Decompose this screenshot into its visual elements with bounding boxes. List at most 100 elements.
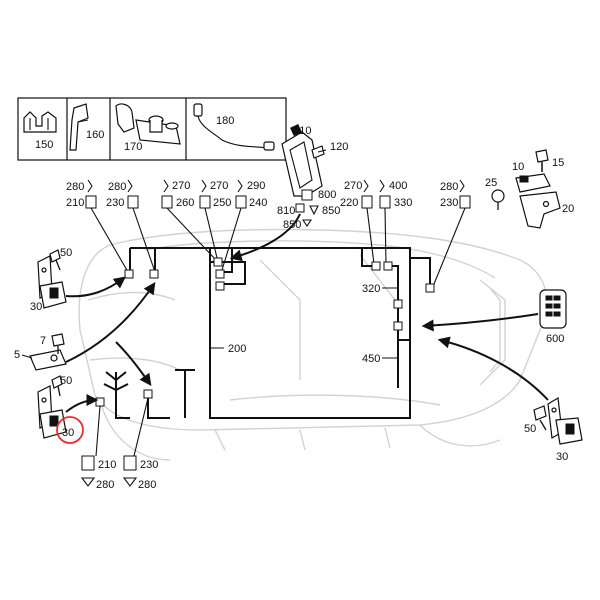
label-120: 120 [330, 141, 348, 153]
screw-7[interactable]: 7 [40, 333, 65, 354]
connector-210-bottom[interactable] [81, 455, 95, 471]
harness-connector[interactable] [215, 269, 225, 279]
label-g5b: 240 [249, 197, 267, 209]
screw-120[interactable]: 120 [311, 141, 348, 159]
cable-icon [193, 103, 275, 151]
leader-bottom-1 [95, 405, 101, 457]
harness-connector[interactable] [95, 397, 105, 407]
part-170[interactable]: 170 [115, 103, 181, 153]
screw-50-upper[interactable]: 50 [49, 247, 72, 271]
label-7: 7 [40, 335, 46, 347]
hook-icon [127, 179, 133, 193]
harness-connector[interactable] [143, 389, 153, 399]
connector-230-top[interactable] [127, 195, 139, 209]
label-g1b: 210 [66, 197, 84, 209]
harness-connector[interactable] [124, 269, 134, 279]
label-g3b: 260 [176, 197, 194, 209]
connector-220[interactable] [361, 195, 373, 209]
harness-connector[interactable] [393, 321, 403, 331]
arrow-connector-600 [421, 313, 539, 332]
connector-group-800: 800 810 850 850 [277, 189, 340, 231]
part-160[interactable]: 160 [69, 103, 104, 151]
screw-25[interactable]: 25 [485, 177, 505, 210]
label-g2a: 280 [108, 181, 126, 193]
connector-260[interactable] [161, 195, 173, 209]
arrow-bracket [65, 282, 156, 363]
hook-icon [201, 179, 207, 193]
hook-icon [237, 179, 243, 193]
grommet-icon [115, 103, 181, 145]
bottom-group-1: 210 280 [80, 405, 116, 491]
connector-810[interactable] [295, 203, 305, 213]
harness-connector[interactable] [149, 269, 159, 279]
label-50c: 50 [524, 423, 536, 435]
label-g3a: 270 [172, 180, 190, 192]
label-110: 110 [294, 125, 312, 137]
sensor-30-upper[interactable]: 30 [30, 255, 67, 313]
sensor-30-lower[interactable]: 30 [37, 385, 74, 439]
part-10[interactable]: 10 [512, 161, 551, 193]
label-450: 450 [362, 353, 380, 365]
arrow-harness [115, 341, 152, 386]
connector-600[interactable]: 600 [539, 289, 567, 345]
label-b1a: 210 [98, 459, 116, 471]
connector-group-1: 280 210 [66, 179, 97, 209]
screw-50-right[interactable]: 50 [524, 405, 547, 435]
label-10: 10 [512, 161, 524, 173]
label-g2b: 230 [106, 197, 124, 209]
connector-group-2: 280 230 [106, 179, 139, 209]
label-g8b: 230 [440, 197, 458, 209]
label-30b: 30 [62, 427, 74, 439]
hook-icon [122, 477, 138, 487]
bracket-20[interactable]: 20 [519, 191, 574, 229]
label-160: 160 [86, 129, 104, 141]
label-g1a: 280 [66, 181, 84, 193]
screw-50-lower[interactable]: 50 [51, 375, 72, 397]
connector-250[interactable] [199, 195, 211, 209]
arrow-sensor-upper [65, 276, 126, 298]
arrow-control-unit [229, 213, 301, 262]
label-g5a: 290 [247, 180, 265, 192]
bolt-15[interactable]: 15 [535, 149, 564, 172]
label-g6b: 220 [340, 197, 358, 209]
bracket-5[interactable]: 5 [14, 349, 67, 371]
hook-icon [459, 179, 465, 193]
connector-800[interactable] [301, 189, 313, 201]
harness-connector[interactable] [213, 257, 223, 267]
sensor-30-right[interactable]: 30 [547, 397, 583, 463]
bottom-group-2: 230 280 [122, 397, 158, 491]
label-b1b: 280 [96, 479, 114, 491]
hook-icon [363, 179, 369, 193]
leader-bottom-2 [133, 397, 149, 457]
harness-connector[interactable] [371, 261, 381, 271]
harness-connector[interactable] [425, 283, 435, 293]
control-unit-110[interactable]: 110 [281, 124, 323, 197]
harness-connector[interactable] [383, 261, 393, 271]
part-180[interactable]: 180 [193, 103, 275, 151]
hook-icon [80, 477, 96, 487]
arrow-sensor-right [437, 336, 549, 401]
part-150[interactable]: 150 [23, 111, 57, 151]
connector-group-4: 270 250 [199, 179, 231, 209]
label-25: 25 [485, 177, 497, 189]
hook-icon [379, 179, 385, 193]
connector-group-7: 400 330 [379, 179, 412, 209]
highlight-circle [56, 416, 84, 444]
harness-connector[interactable] [393, 299, 403, 309]
label-g8a: 280 [440, 181, 458, 193]
connector-850b-icon [301, 219, 313, 227]
label-b2a: 230 [140, 459, 158, 471]
label-200: 200 [228, 343, 246, 355]
label-b2b: 280 [138, 479, 156, 491]
label-170: 170 [124, 141, 142, 153]
connector-240[interactable] [235, 195, 247, 209]
hook-icon [163, 179, 169, 193]
harness-connector[interactable] [215, 281, 225, 291]
connector-210-top[interactable] [85, 195, 97, 209]
connector-330[interactable] [379, 195, 391, 209]
connector-230-right[interactable] [459, 195, 471, 209]
connector-group-3: 270 260 [161, 179, 194, 209]
connector-230-bottom[interactable] [123, 455, 137, 471]
